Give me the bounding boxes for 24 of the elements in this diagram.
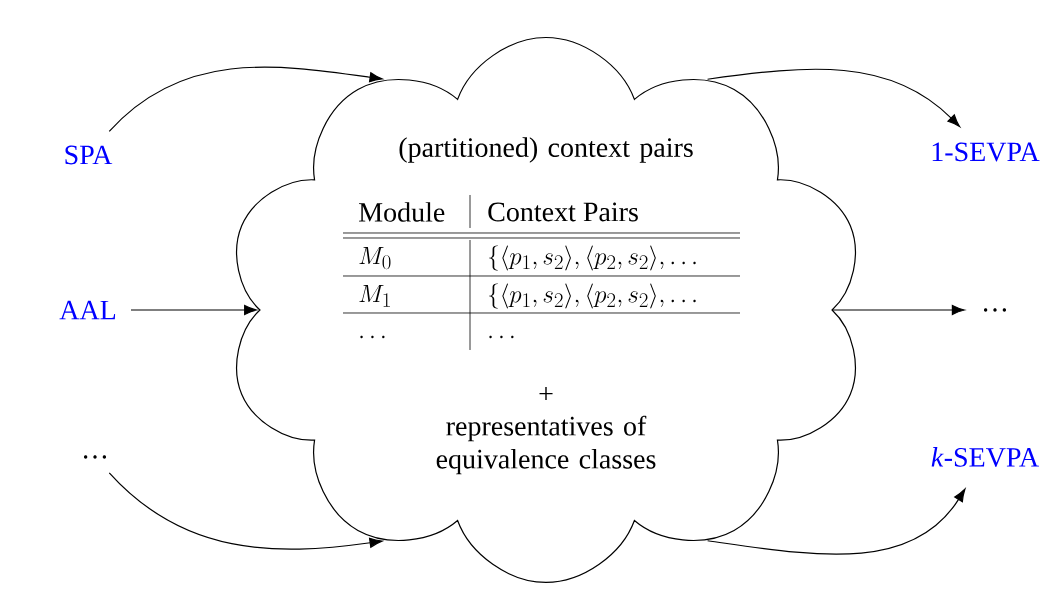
table-cell: $\{\langle p_1,s_2\rangle,\langle p_2,s_2\rangle,\dots$ bbox=[489, 245, 696, 271]
arrow bbox=[832, 304, 965, 316]
arrow bbox=[108, 66, 383, 132]
node-label: SPA bbox=[65, 145, 113, 165]
cloud-heading: (partitioned) context pairs bbox=[399, 137, 693, 163]
table-cell: Context Pairs bbox=[488, 202, 638, 222]
cloud bbox=[236, 36, 856, 584]
node-label: … bbox=[983, 308, 1007, 312]
plus-sign: + bbox=[539, 387, 553, 401]
node-label: 1-SEVPA bbox=[932, 142, 1040, 162]
node-label: … bbox=[83, 455, 107, 459]
table-cell: $\dots$ bbox=[489, 335, 514, 339]
arrow bbox=[108, 472, 383, 550]
table-cell: $M_0$ bbox=[359, 247, 391, 270]
arrow bbox=[706, 488, 966, 555]
table-cell: $\dots$ bbox=[360, 335, 385, 339]
table-cell: Module bbox=[359, 202, 445, 222]
table-cell: $M_1$ bbox=[359, 285, 390, 307]
node-label: AAL bbox=[59, 300, 116, 320]
arrow bbox=[130, 304, 258, 316]
arrow bbox=[706, 68, 961, 128]
node-label: k-SEVPA bbox=[931, 447, 1039, 467]
cloud-text: representatives of equivalence classes bbox=[436, 415, 656, 475]
table-cell: $\{\langle p_1,s_2\rangle,\langle p_2,s_2\rangle,\dots$ bbox=[489, 283, 696, 309]
